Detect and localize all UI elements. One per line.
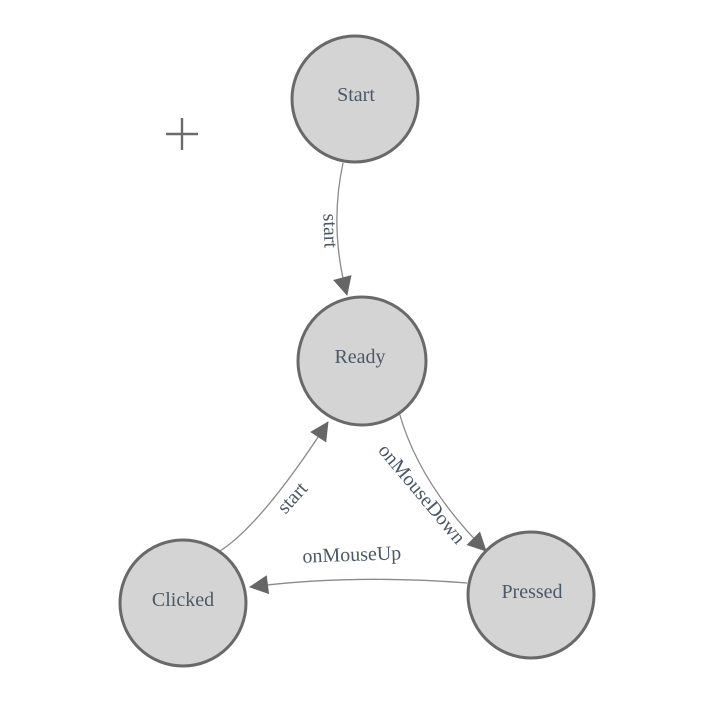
node-circle — [466, 530, 596, 660]
node-circle — [118, 538, 248, 668]
edge-path — [219, 421, 329, 552]
node-pressed[interactable]: Pressed — [466, 530, 596, 660]
edge-path — [249, 575, 468, 595]
edge-start-to-ready[interactable]: start — [318, 162, 352, 296]
edge-label: onMouseDown — [374, 440, 470, 549]
node-label: Start — [337, 84, 375, 106]
node-label: Pressed — [501, 581, 562, 603]
node-ready[interactable]: Ready — [296, 295, 428, 427]
node-label: Clicked — [152, 589, 214, 611]
edge-path — [333, 162, 352, 296]
edge-path — [398, 411, 487, 552]
plus-icon[interactable] — [166, 118, 198, 150]
node-circle — [290, 34, 420, 164]
node-clicked[interactable]: Clicked — [118, 538, 248, 668]
edge-clicked-to-ready[interactable]: start — [219, 421, 329, 552]
edge-pressed-to-clicked[interactable]: onMouseUp — [249, 542, 468, 595]
edge-label: start — [273, 478, 313, 519]
node-label: Ready — [334, 346, 385, 368]
edge-label: start — [318, 213, 341, 249]
node-circle — [296, 295, 428, 427]
edge-label: onMouseUp — [302, 542, 402, 567]
node-start[interactable]: Start — [290, 34, 420, 164]
edge-ready-to-pressed[interactable]: onMouseDown — [374, 411, 487, 552]
